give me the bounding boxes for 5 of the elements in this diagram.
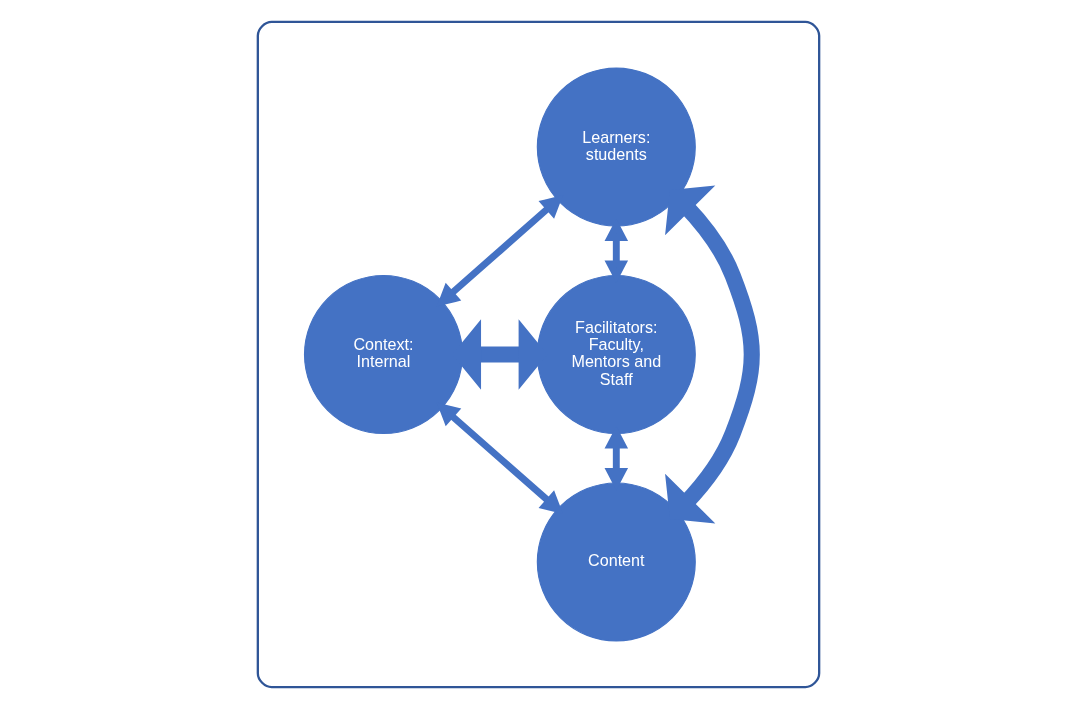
node-circle: Facilitators: Faculty, Mentors and Staff	[536, 274, 696, 435]
arrow	[436, 195, 563, 307]
arrow	[664, 185, 760, 524]
arrow	[436, 402, 563, 514]
cluster	[256, 20, 820, 689]
